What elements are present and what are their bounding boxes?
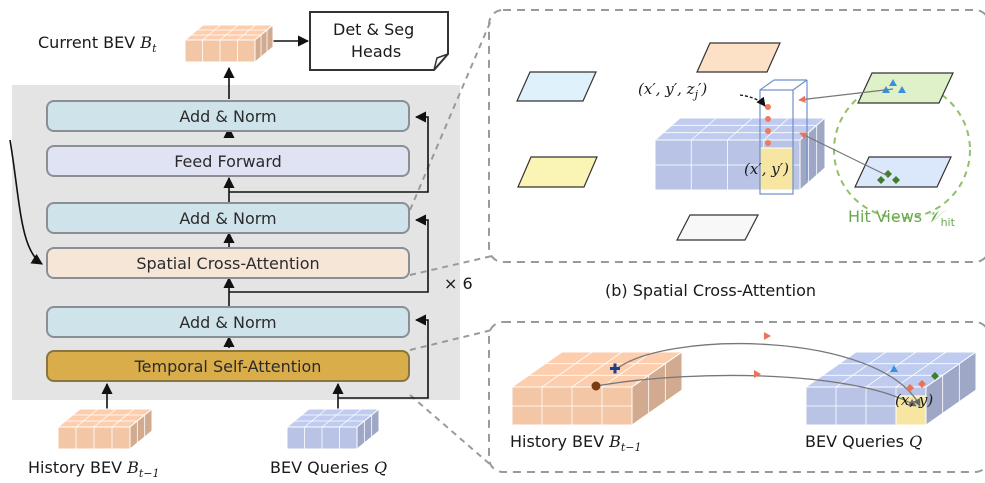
history-bev-input-grid-gridline [93,408,117,428]
current-bev-grid-gridline [237,24,256,41]
hit-view-blue [854,156,952,188]
projection-to-blue-view [799,132,889,177]
curve-arrowhead-2 [754,370,761,378]
current-bev-grid [183,23,275,64]
bev-pillar [759,89,794,195]
bev-queries-input-grid-gridline [339,408,362,428]
tsa-history-bev-volume-gridline [601,351,653,388]
add-norm-top-block: Add & Norm [46,100,410,132]
bev-queries-input-label: BEV Queries Q [270,458,388,477]
history-bev-input-grid [56,407,154,451]
zoom-line-sca-bottom [409,255,493,276]
temporal-curve-lower [595,374,917,407]
feed-forward-block: Feed Forward [46,145,410,177]
panel-b-caption: (b) Spatial Cross-Attention [605,281,817,300]
panel-history-bev-label: History BEV Bt−1 [510,432,642,455]
hit-points-green [877,170,900,184]
sca-bev-volume-gridline [763,117,790,141]
history-bev-input-label: History BEV Bt−1 [28,458,160,481]
history-bev-input-grid-gridline [111,408,135,428]
projection-to-green-view [798,88,894,103]
sca-bev-volume-gridline [727,117,753,141]
history-query-markers [591,363,620,391]
spatial-cross-attention-panel [488,9,985,263]
camera-view-orange [696,42,781,73]
repeat-count-label: × 6 [444,274,473,293]
temporal-self-attention-block: Temporal Self-Attention [46,350,410,382]
temporal-self-attention-panel [488,321,985,473]
heads-label-line1: Det & Seg [333,20,415,39]
sca-bev-volume-gridline [690,117,717,141]
zoom-line-tsa-bottom [409,394,493,467]
zoom-line-tsa-top [409,329,493,351]
tsa-bev-queries-volume [804,351,978,426]
camera-view-blue [516,71,597,102]
camera-view-yellow [517,156,598,188]
tsa-history-bev-volume [510,351,684,426]
current-bev-grid-gridline [219,24,239,41]
curve-arrowhead-1 [764,332,771,340]
reference-points [765,104,771,146]
sca-bev-volume [653,116,827,192]
tsa-history-bev-volume-gridline [571,351,623,388]
current-bev-label: Current BEV Bt [38,33,157,56]
add-norm-bottom-block: Add & Norm [46,306,410,338]
add-norm-mid-block: Add & Norm [46,202,410,234]
heads-label-line2: Heads [351,42,402,61]
reference-point-label: (x′, y′, zj′) [638,80,708,101]
det-seg-heads-box [309,11,449,71]
residual-sca [229,214,429,293]
hit-views-label: Hit Views 𝒱hit [848,207,955,230]
det-seg-heads-fold [433,53,449,71]
current-bev-grid-gridline [202,24,221,41]
tsa-bev-queries-volume-gridline [865,351,917,388]
arrow-query-into-sca [9,139,43,265]
query-point-label: (x, y) [895,391,934,409]
panel-bev-queries-label: BEV Queries Q [805,432,923,451]
bev-queries-input-grid-gridline [321,408,345,428]
pillar-position-label: (x′, y′) [744,160,789,178]
bev-query-points [890,365,939,392]
bev-queries-input-grid [285,407,381,451]
zoom-line-sca-top [409,17,493,211]
tsa-bev-queries-volume-gridline [835,351,887,388]
temporal-curve-upper [613,343,921,407]
residual-tsa [338,314,429,399]
ref-point-pointer [739,94,766,107]
tsa-history-bev-volume-gridline [541,351,593,388]
residual-ffn [229,111,429,193]
bev-queries-input-grid-gridline [304,408,327,428]
tsa-bev-queries-volume-gridline [895,351,947,388]
history-bev-input-grid-gridline [75,408,99,428]
spatial-cross-attention-block: Spatial Cross-Attention [46,247,410,279]
hit-view-green [857,72,954,104]
camera-view-white [676,214,759,241]
encoder-panel [12,85,460,400]
